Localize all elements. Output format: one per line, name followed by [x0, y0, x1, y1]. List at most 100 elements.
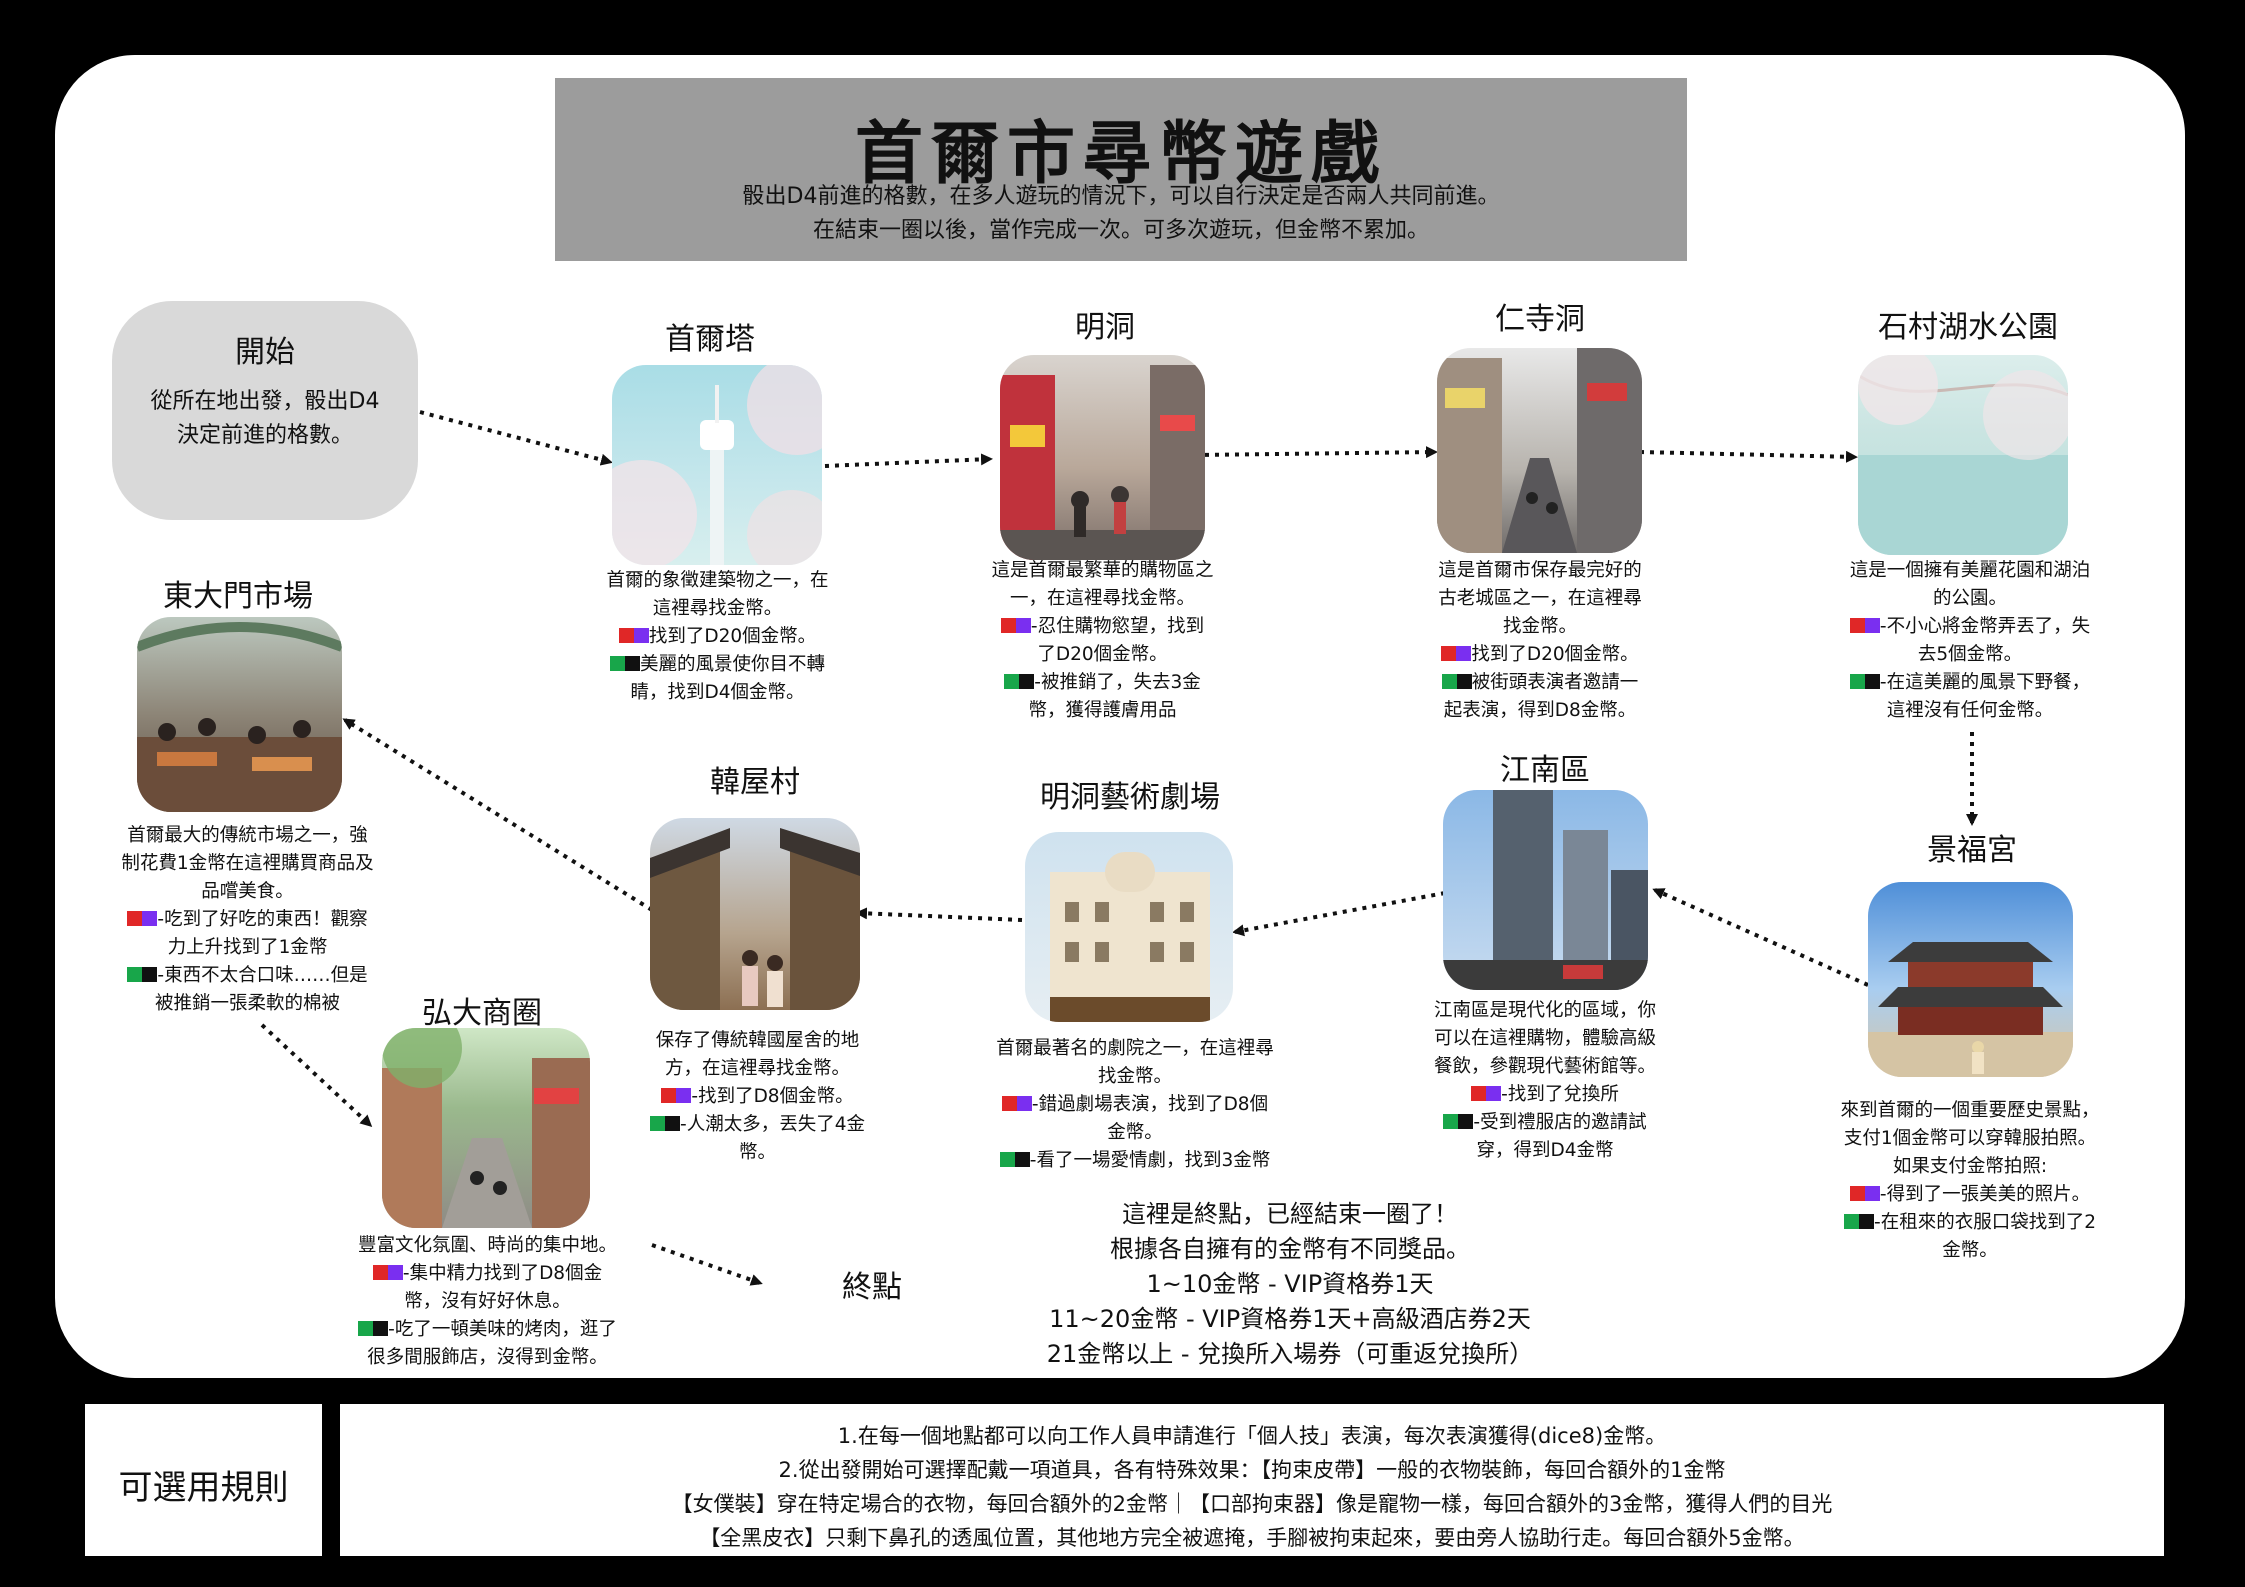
description-line: 很多間服飾店，沒得到金幣。 — [315, 1344, 660, 1372]
prize-tier: 11~20金幣 - VIP資格券1天+高級酒店券2天 — [1049, 1305, 1531, 1333]
description-text: 穿，得到D4金幣 — [1476, 1140, 1614, 1161]
description-line: 豐富文化氛圍、時尚的集中地。 — [315, 1232, 660, 1260]
black-swatch-icon — [1864, 674, 1880, 689]
node-title-dongdaemun: 東大門市場 — [163, 579, 313, 614]
black-swatch-icon — [142, 967, 158, 982]
description-line: 穿，得到D4金幣 — [1395, 1137, 1695, 1165]
node-title-seokchon-lake: 石村湖水公園 — [1878, 310, 2058, 345]
outcome-green-black: -東西不太合口味……但是 — [95, 962, 400, 990]
description-line: 首爾最著名的劇院之一，在這裡尋 — [965, 1035, 1305, 1063]
seokchon-lake-description: 這是一個擁有美麗花園和湖泊的公園。-不小心將金幣弄丟了，失去5個金幣。-在這美麗… — [1805, 557, 2135, 725]
purple-swatch-icon — [142, 911, 158, 926]
description-text: 制花費1金幣在這裡購買商品及 — [121, 853, 374, 874]
description-line: 品嚐美食。 — [95, 878, 400, 906]
description-text: -找到了D8個金幣。 — [691, 1086, 854, 1107]
description-text: 可以在這裡購物，體驗高級 — [1433, 1028, 1656, 1049]
end-line: 這裡是終點，已經結束一圈了！ — [1122, 1200, 1458, 1228]
subtitle-line: 骰出D4前進的格數，在多人遊玩的情況下，可以自行決定是否兩人共同前進。 — [742, 184, 1500, 209]
red-swatch-icon — [1441, 646, 1457, 661]
rule-line: 1.在每一個地點都可以向工作人員申請進行「個人技」表演，每次表演獲得(dice8… — [837, 1424, 1667, 1448]
description-line: 這是首爾市保存最完好的 — [1405, 557, 1675, 585]
node-title-seoul-tower: 首爾塔 — [665, 322, 755, 357]
outcome-red-purple: 找到了D20個金幣。 — [580, 623, 855, 651]
description-text: 去5個金幣。 — [1917, 644, 2023, 665]
description-text: 保存了傳統韓國屋舍的地 — [655, 1030, 860, 1051]
description-text: 這裡尋找金幣。 — [652, 598, 783, 619]
hongdae-description: 豐富文化氛圍、時尚的集中地。-集中精力找到了D8個金幣，沒有好好休息。-吃了一頓… — [315, 1232, 660, 1372]
optional-rules-box: 1.在每一個地點都可以向工作人員申請進行「個人技」表演，每次表演獲得(dice8… — [340, 1404, 2164, 1556]
description-line: 去5個金幣。 — [1805, 641, 2135, 669]
gyeongbokgung-description: 來到首爾的一個重要歷史景點， 支付1個金幣可以穿韓服拍照。如果支付金幣拍照:-得到… — [1805, 1097, 2135, 1265]
title-banner: 首爾市尋幣遊戲 骰出D4前進的格數，在多人遊玩的情況下，可以自行決定是否兩人共同… — [555, 78, 1687, 261]
start-box: 開始 從所在地出發，骰出D4決定前進的格數。 — [112, 301, 418, 520]
black-swatch-icon — [373, 1321, 389, 1336]
node-title-myeongdong: 明洞 — [1075, 310, 1135, 345]
description-text: 首爾最大的傳統市場之一，強 — [127, 825, 368, 846]
purple-swatch-icon — [633, 628, 649, 643]
rule-line: 【全黑皮衣】只剩下鼻孔的透風位置，其他地方完全被遮掩，手腳被拘束起來，要由旁人協… — [699, 1526, 1805, 1550]
outcome-red-purple: -忍住購物慾望，找到 — [960, 613, 1245, 641]
start-title: 開始 — [235, 335, 295, 370]
theater-description: 首爾最著名的劇院之一，在這裡尋找金幣。-錯過劇場表演，找到了D8個金幣。-看了一… — [965, 1035, 1305, 1175]
description-line: 幣，沒有好好休息。 — [315, 1288, 660, 1316]
arrow-theater-to-hanok — [855, 907, 1023, 922]
red-swatch-icon — [127, 911, 143, 926]
outcome-red-purple: -找到了D8個金幣。 — [620, 1083, 895, 1111]
description-line: 被推銷一張柔軟的棉被 — [95, 990, 400, 1018]
green-swatch-icon — [609, 656, 625, 671]
purple-swatch-icon — [1015, 618, 1031, 633]
description-text: 的公園。 — [1932, 588, 2007, 609]
outcome-green-black: -看了一場愛情劇，找到3金幣 — [965, 1147, 1305, 1175]
red-swatch-icon — [372, 1265, 388, 1280]
gangnam-skyscraper-photo — [1443, 790, 1648, 990]
description-text: 幣，沒有好好休息。 — [404, 1291, 571, 1312]
description-text: 被街頭表演者邀請一 — [1471, 672, 1639, 693]
description-line: 一，在這裡尋找金幣。 — [960, 585, 1245, 613]
black-swatch-icon — [1456, 674, 1472, 689]
description-text: 首爾最著名的劇院之一，在這裡尋 — [996, 1038, 1274, 1059]
description-line: 的公園。 — [1805, 585, 2135, 613]
page-title: 首爾市尋幣遊戲 — [854, 114, 1387, 194]
green-swatch-icon — [999, 1152, 1015, 1167]
description-line: 金幣。 — [1805, 1237, 2135, 1265]
seokchon-lake-photo — [1858, 355, 2068, 555]
description-text: -忍住購物慾望，找到 — [1030, 616, 1205, 637]
description-line: 餐飲，參觀現代藝術館等。 — [1395, 1053, 1695, 1081]
purple-swatch-icon — [387, 1265, 403, 1280]
prize-tier: 1~10金幣 - VIP資格券1天 — [1146, 1270, 1434, 1298]
description-text: 找到了D20個金幣。 — [1471, 644, 1639, 665]
arrow-market-to-hongdae — [260, 1023, 373, 1128]
description-line: 力上升找到了1金幣 — [95, 934, 400, 962]
node-title-gyeongbokgung: 景福宮 — [1927, 833, 2017, 868]
purple-swatch-icon — [1016, 1096, 1032, 1111]
description-line: 如果支付金幣拍照: — [1805, 1153, 2135, 1181]
description-text: 起表演，得到D8金幣。 — [1443, 700, 1637, 721]
red-swatch-icon — [1000, 618, 1016, 633]
description-text: 美麗的風景使你目不轉 — [639, 654, 825, 675]
description-text: -錯過劇場表演，找到了D8個 — [1031, 1094, 1269, 1115]
outcome-green-black: -在這美麗的風景下野餐， — [1805, 669, 2135, 697]
optional-rules-label: 可選用規則 — [118, 1468, 289, 1508]
outcome-green-black: -受到禮服店的邀請試 — [1395, 1109, 1695, 1137]
description-text: 方，在這裡尋找金幣。 — [664, 1058, 850, 1079]
outcome-red-purple: -集中精力找到了D8個金 — [315, 1260, 660, 1288]
node-title-insadong: 仁寺洞 — [1495, 302, 1585, 337]
description-line: 可以在這裡購物，體驗高級 — [1395, 1025, 1695, 1053]
red-swatch-icon — [618, 628, 634, 643]
seoul-tower-photo — [612, 365, 822, 565]
red-swatch-icon — [661, 1088, 677, 1103]
description-line: 這是首爾最繁華的購物區之 — [960, 557, 1245, 585]
description-text: 金幣。 — [1107, 1122, 1163, 1143]
description-text: 力上升找到了1金幣 — [167, 937, 328, 958]
dongdaemun-market-photo — [137, 617, 342, 812]
outcome-red-purple: -找到了兌換所 — [1395, 1081, 1695, 1109]
description-text: -看了一場愛情劇，找到3金幣 — [1029, 1150, 1271, 1171]
description-text: 支付1個金幣可以穿韓服拍照。 — [1843, 1128, 2097, 1149]
description-text: 金幣。 — [1942, 1240, 1998, 1261]
outcome-red-purple: -得到了一張美美的照片。 — [1805, 1181, 2135, 1209]
description-text: 來到首爾的一個重要歷史景點， — [1840, 1100, 2100, 1121]
outcome-green-black: -被推銷了，失去3金 — [960, 669, 1245, 697]
insadong-street-photo — [1437, 348, 1642, 553]
description-line: 幣。 — [620, 1139, 895, 1167]
